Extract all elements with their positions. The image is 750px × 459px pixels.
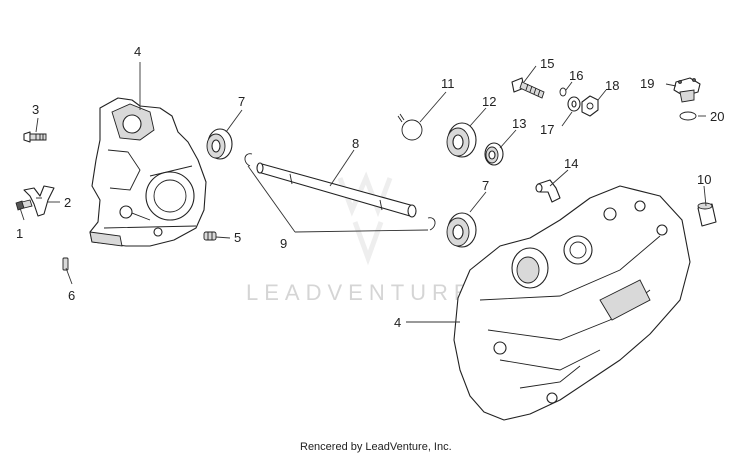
- callout-14: 14: [564, 156, 578, 171]
- bolt-part-1: [15, 199, 33, 211]
- callout-4-left: 4: [134, 44, 141, 59]
- credit-text: Rencered by LeadVenture, Inc.: [300, 441, 452, 453]
- watermark-text: LEADVENTURE: [246, 280, 475, 305]
- callout-15: 15: [540, 56, 554, 71]
- callout-8: 8: [352, 136, 359, 151]
- nut-part-18: [581, 95, 599, 117]
- callout-13: 13: [512, 116, 526, 131]
- callout-7-lower: 7: [482, 178, 489, 193]
- callout-4-right: 4: [394, 315, 401, 330]
- callout-10: 10: [697, 172, 711, 187]
- circlip-part-9-right: [427, 217, 436, 231]
- callout-12: 12: [482, 94, 496, 109]
- callout-19: 19: [640, 76, 654, 91]
- callout-5: 5: [234, 230, 241, 245]
- o-ring-part-20: [679, 111, 697, 121]
- left-crankcase-half: [89, 97, 207, 247]
- leader-lines: [19, 62, 707, 323]
- callout-20: 20: [710, 109, 724, 124]
- elbow-fitting-part-14: [535, 179, 561, 203]
- callout-6: 6: [68, 288, 75, 303]
- bracket-part-2: [23, 185, 55, 217]
- right-crankcase-half: [453, 185, 691, 421]
- callout-1: 1: [16, 226, 23, 241]
- callout-2: 2: [64, 195, 71, 210]
- callout-7-upper: 7: [238, 94, 245, 109]
- o-ring-part-16: [559, 87, 567, 97]
- circlip-part-9-left: [244, 153, 253, 167]
- snap-ring-part-11: [397, 113, 423, 141]
- callout-3: 3: [32, 102, 39, 117]
- bearing-part-12: [446, 122, 477, 158]
- callout-11: 11: [441, 76, 455, 91]
- washer-part-17: [567, 96, 581, 112]
- callout-9: 9: [280, 236, 287, 251]
- bearing-part-7-upper: [206, 128, 233, 160]
- callout-16: 16: [569, 68, 583, 83]
- callout-17: 17: [540, 122, 554, 137]
- bushing-part-10: [697, 202, 717, 227]
- stud-part-15: [511, 77, 545, 99]
- seal-part-13: [484, 142, 504, 166]
- shaft-part-8: [256, 162, 417, 218]
- bolt-part-3: [23, 131, 47, 143]
- plug-part-5: [203, 231, 217, 241]
- callout-numbers: 1 2 3 4 5 6 7 8 9 10 11 12 13 14 15 16 1…: [16, 44, 724, 330]
- bearing-part-7-lower: [446, 212, 477, 248]
- sensor-part-19: [673, 77, 701, 103]
- callout-18: 18: [605, 78, 619, 93]
- pin-part-6: [62, 257, 69, 271]
